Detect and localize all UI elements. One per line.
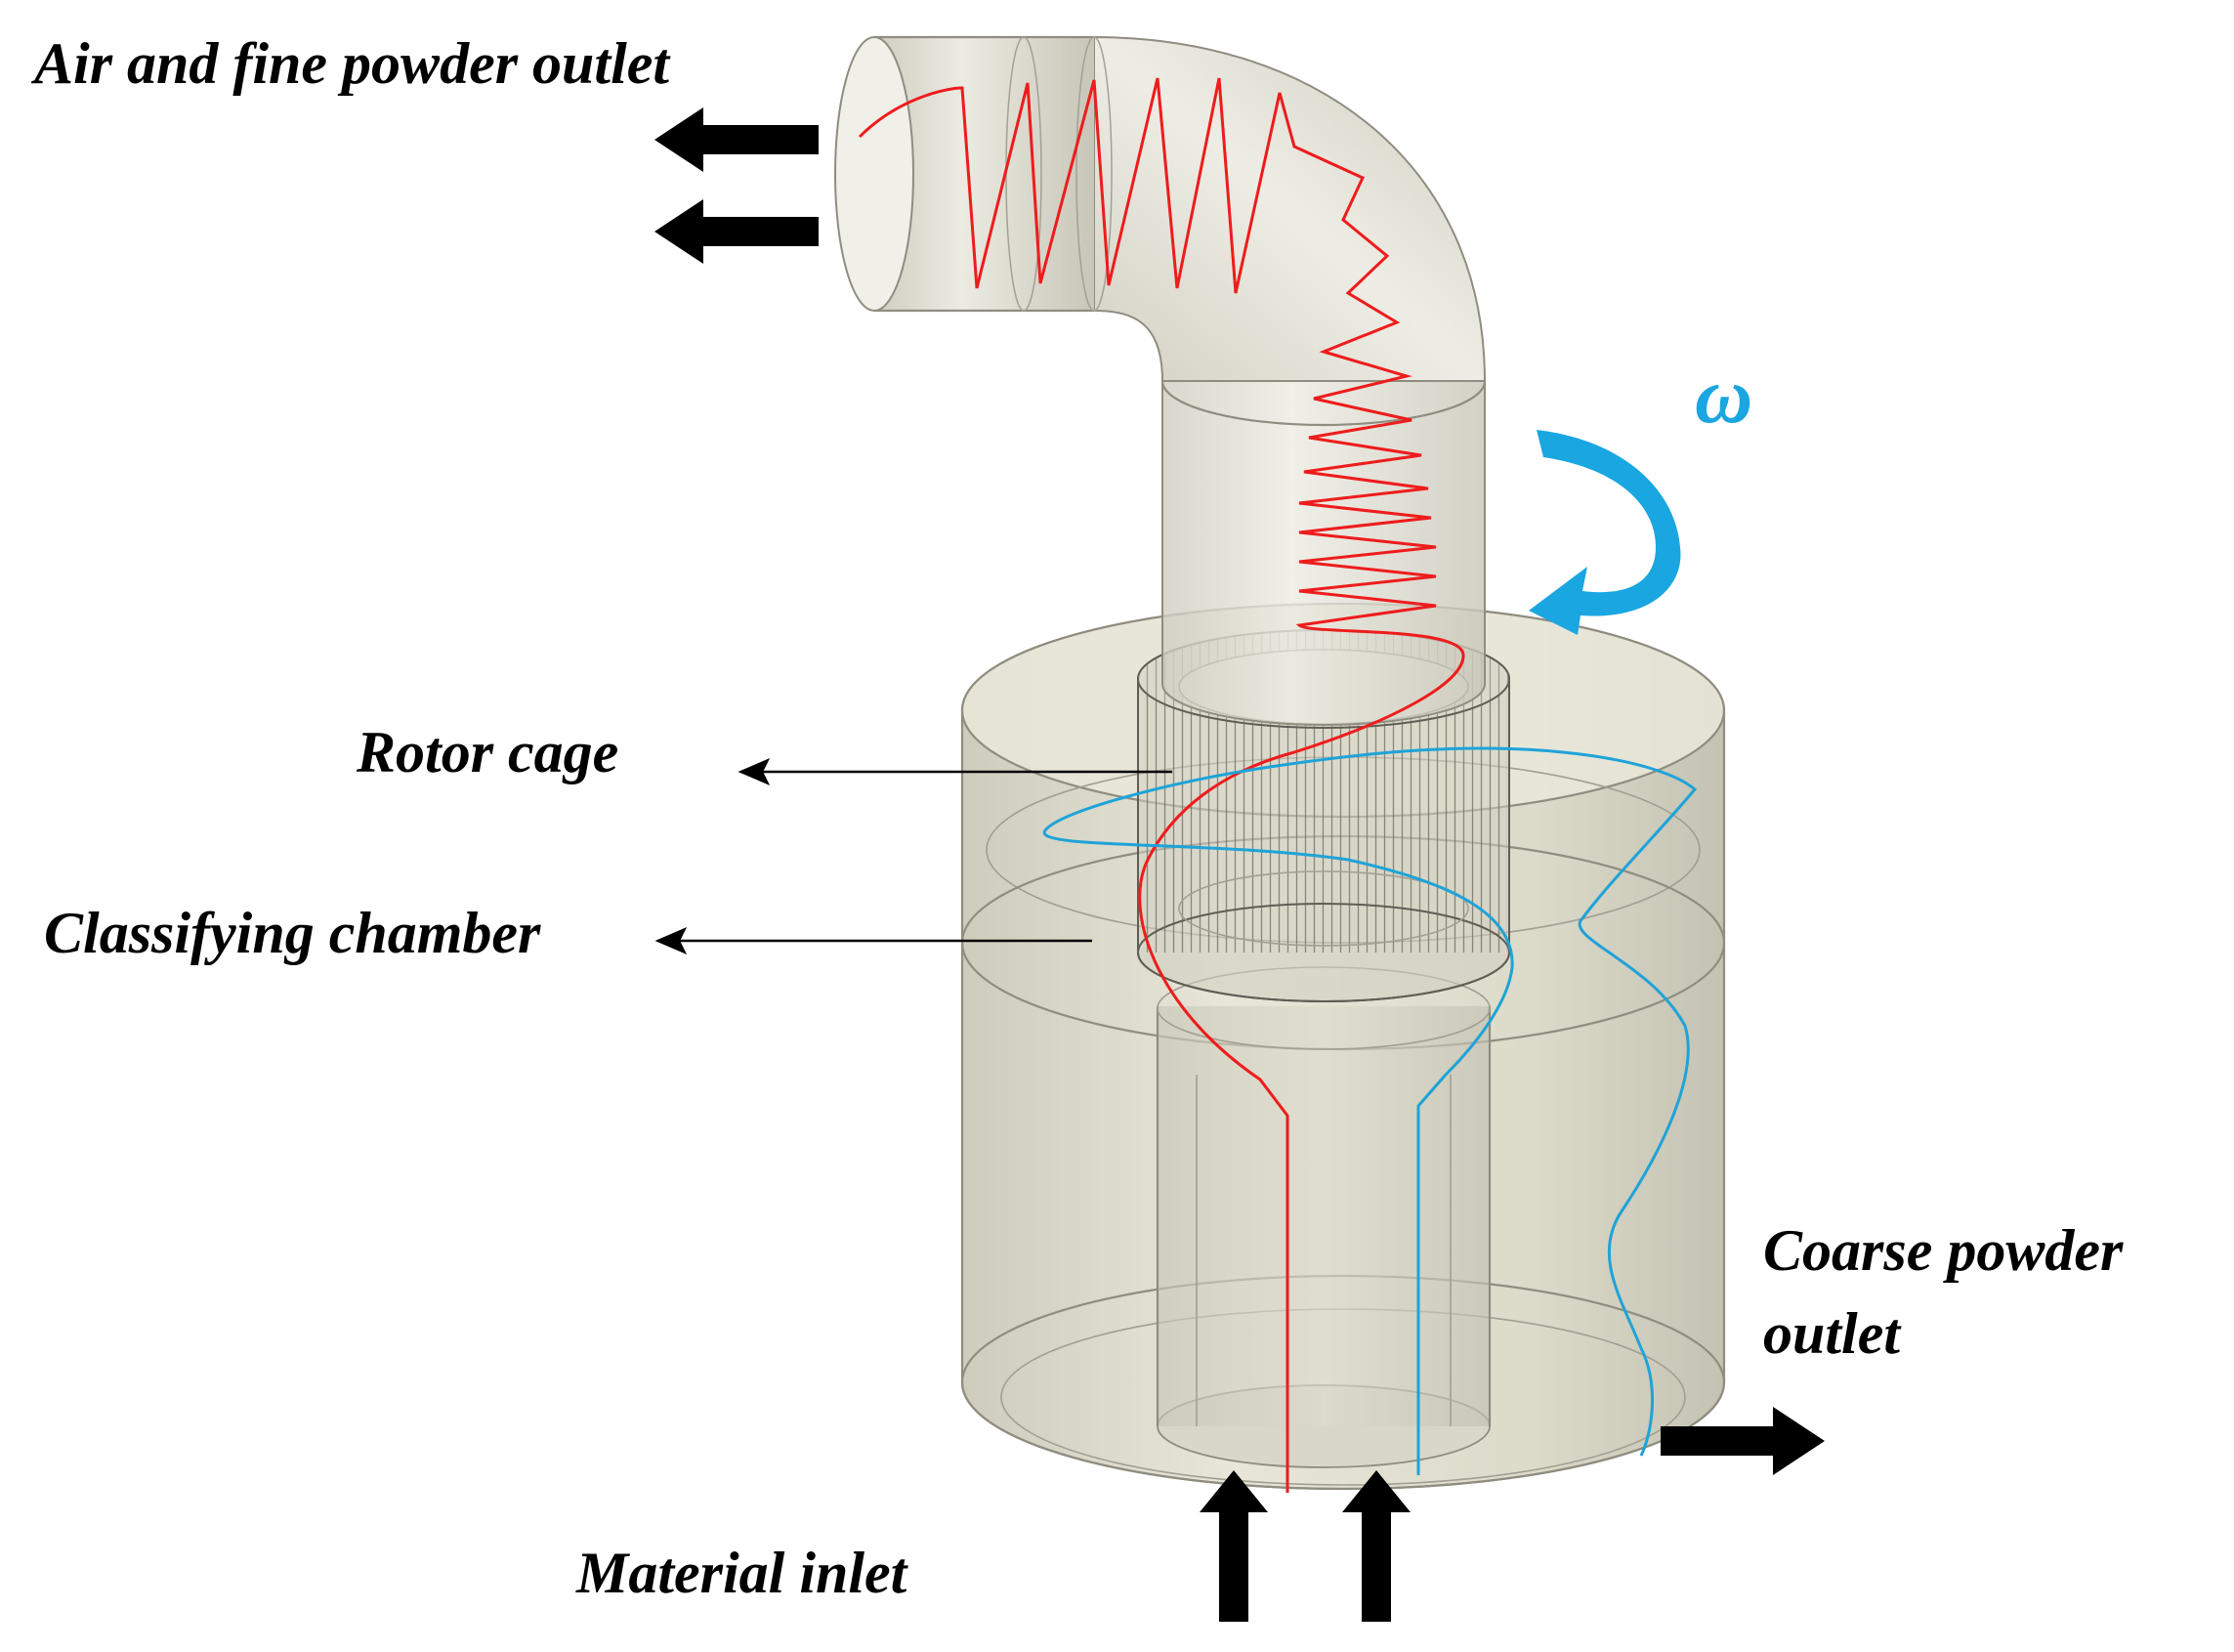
label-material-inlet: Material inlet [575, 1541, 909, 1605]
label-coarse-powder-outlet-line2: outlet [1763, 1301, 1902, 1366]
arrow-right-icon [1661, 1407, 1825, 1475]
label-rotor-cage: Rotor cage [356, 720, 618, 784]
arrow-up-icon [1200, 1470, 1268, 1622]
outlet-elbow-pipe [834, 35, 1487, 726]
coarse-particle-trajectory [1042, 746, 1698, 1475]
classifying-chamber-leader [654, 927, 1092, 954]
feed-pipe [1156, 966, 1492, 1426]
rotation-symbol: ω [1695, 351, 1752, 440]
fine-particle-trajectory [858, 77, 1465, 1493]
arrow-left-icon [654, 199, 819, 264]
label-classifying-chamber: Classifying chamber [44, 901, 541, 965]
curved-arrow-icon [1529, 430, 1681, 635]
arrow-up-icon [1342, 1470, 1411, 1622]
rotor-cage-leader [738, 758, 1172, 785]
arrow-left-icon [654, 107, 819, 172]
label-coarse-powder-outlet-line1: Coarse powder [1763, 1218, 2124, 1283]
label-air-fine-powder-outlet: Air and fine powder outlet [30, 31, 671, 96]
